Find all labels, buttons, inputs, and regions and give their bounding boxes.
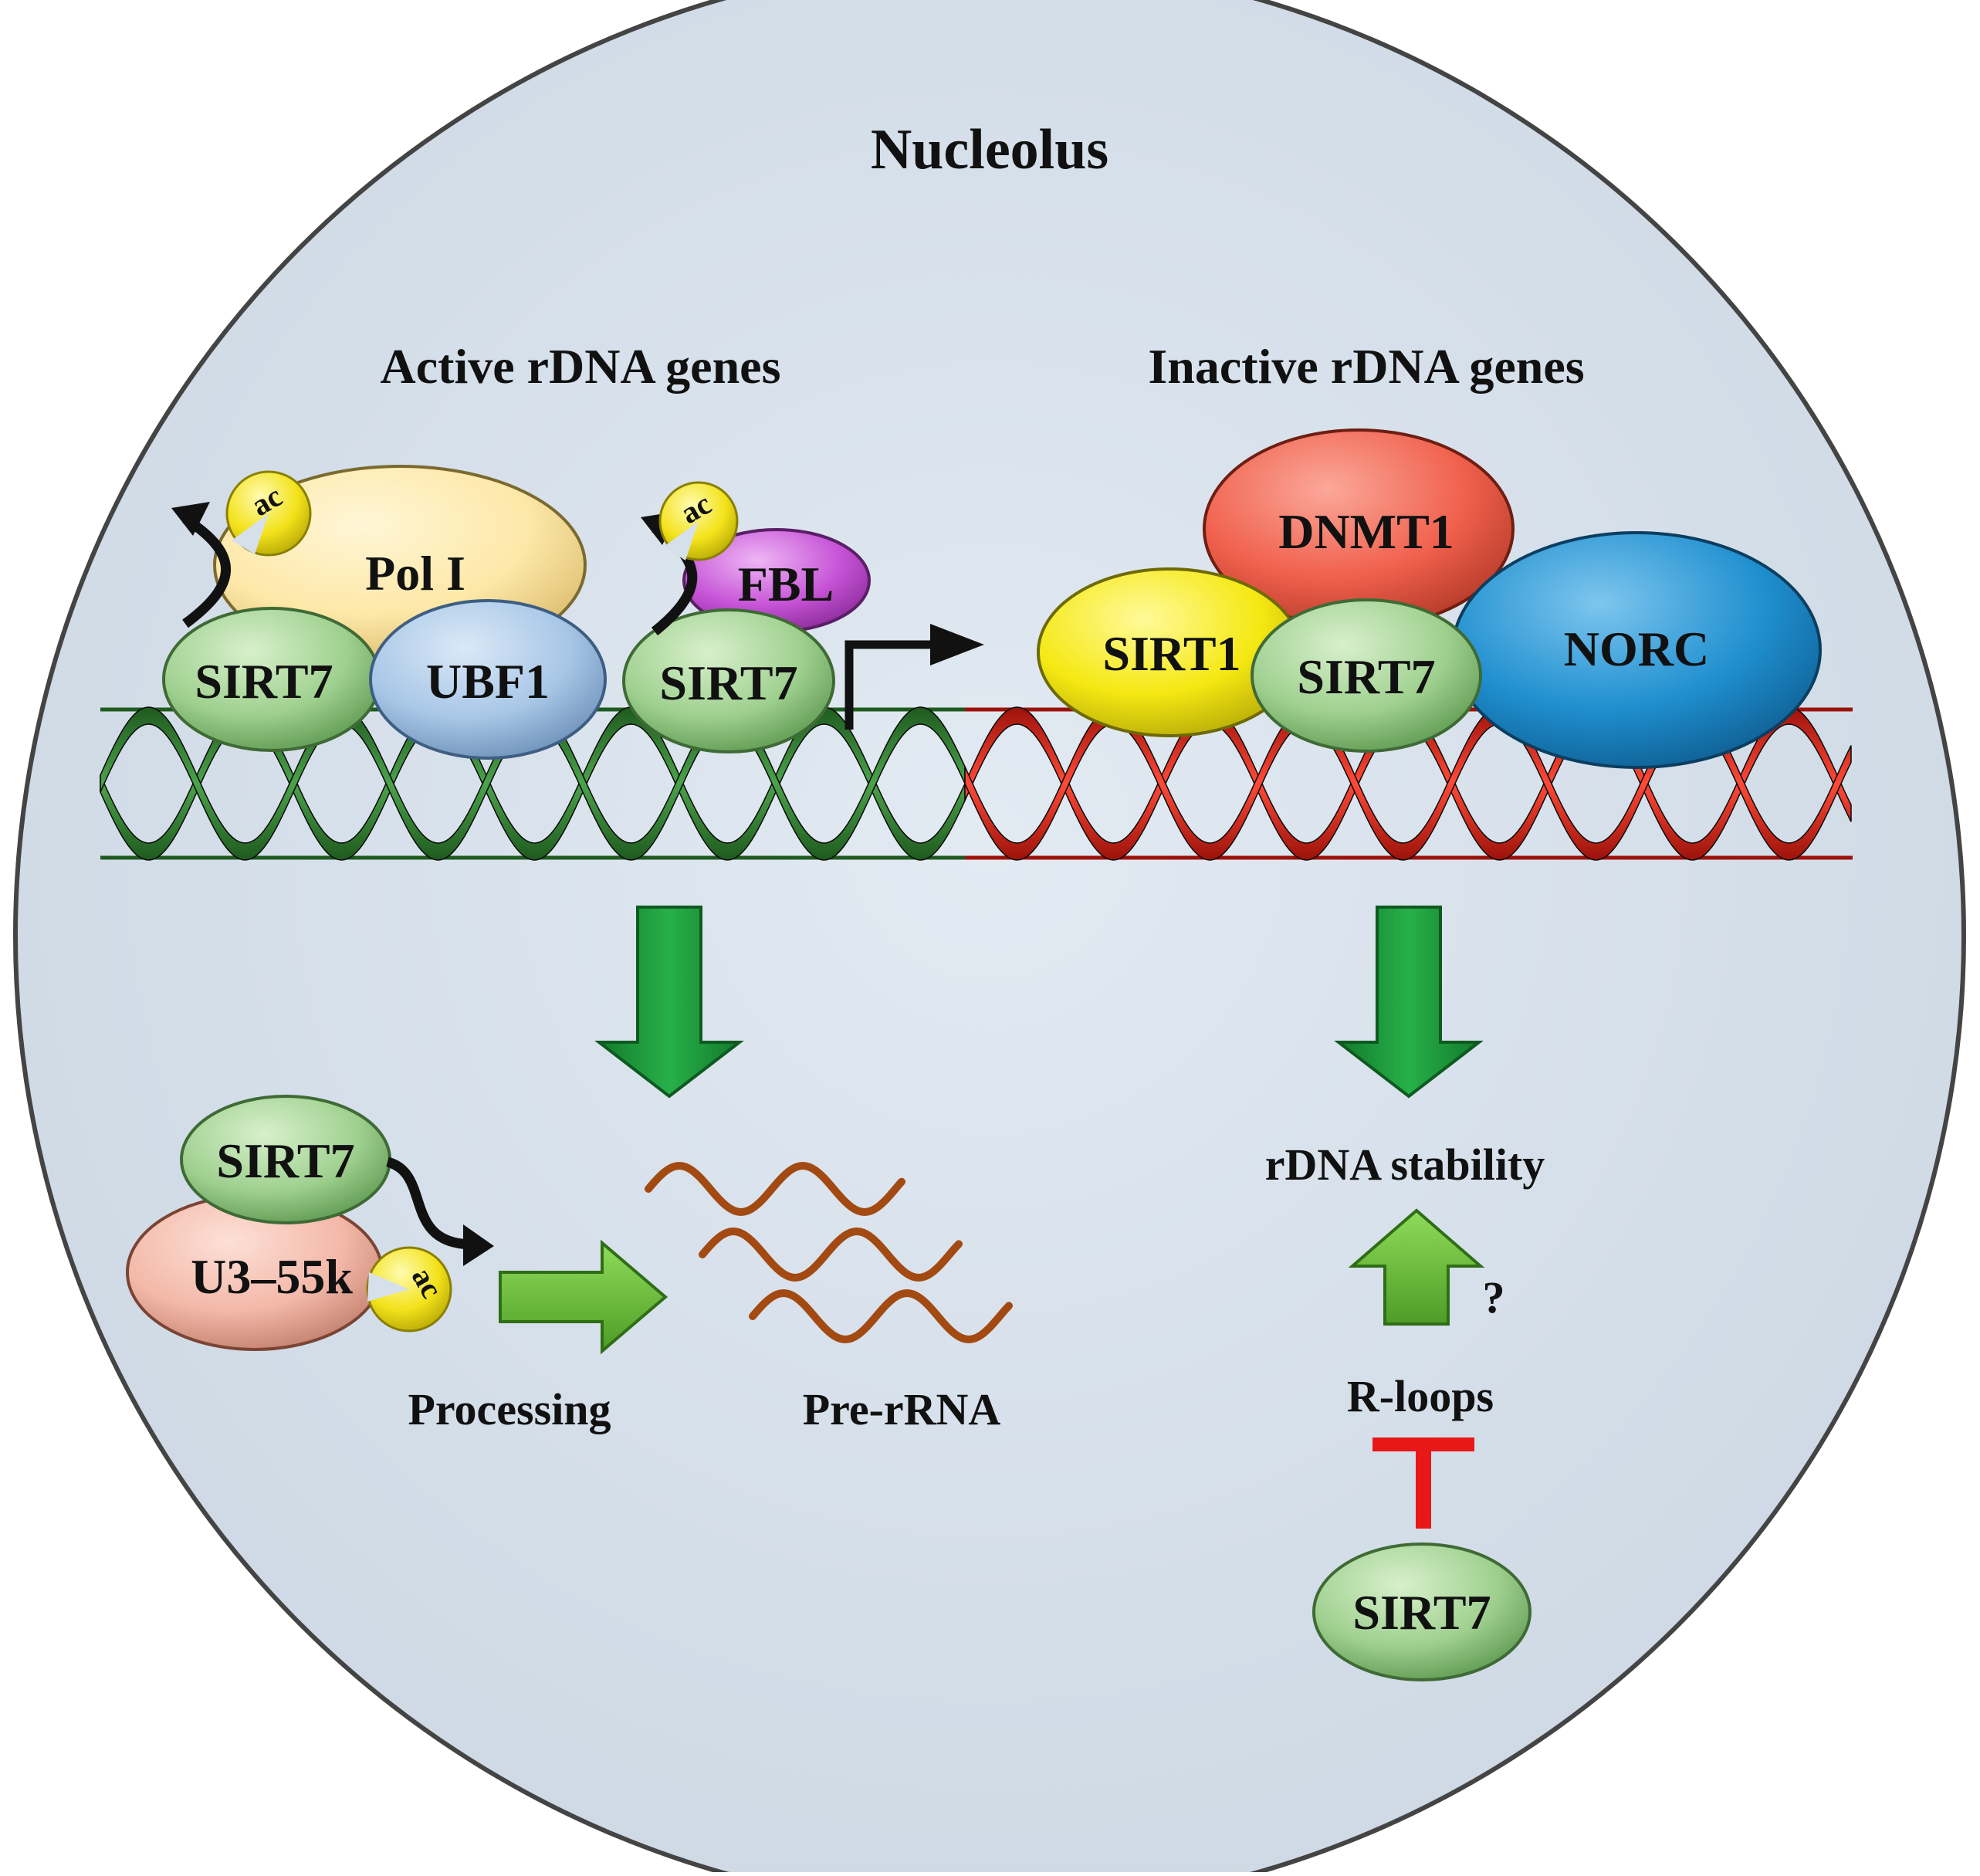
dnmt1-label: DNMT1 xyxy=(1278,504,1454,559)
pre-rrna-strand-2 xyxy=(699,1227,963,1282)
processing-arrow xyxy=(499,1239,668,1355)
ubf1-protein xyxy=(369,599,607,760)
sirt7-active-right xyxy=(622,608,835,753)
active-rdna-heading: Active rDNA genes xyxy=(381,339,781,394)
sirt7-stability xyxy=(1312,1542,1532,1681)
deacetylation-arrow-pol-i xyxy=(182,514,232,628)
transcription-start-arrowhead xyxy=(930,624,984,665)
acetyl-group-pol-i: ac xyxy=(225,470,312,557)
sirt7-processing-label: SIRT7 xyxy=(216,1133,354,1188)
u3-55k-label: U3–55k xyxy=(191,1249,353,1304)
sirt7-inactive xyxy=(1251,598,1482,753)
dna-strand-red-b xyxy=(964,706,1852,861)
norc-label: NORC xyxy=(1564,621,1709,676)
deacetylation-arrowhead-u3 xyxy=(463,1224,494,1266)
down-arrow-active xyxy=(594,906,744,1099)
down-arrow-inactive xyxy=(1334,906,1484,1099)
acetyl-group-fbl: ac xyxy=(658,481,739,561)
deacetylation-arrow-u3 xyxy=(385,1156,472,1250)
pre-rrna-label: Pre-rRNA xyxy=(803,1384,1001,1434)
transcription-start-line xyxy=(844,640,938,730)
fbl-label: FBL xyxy=(738,557,834,611)
pre-rrna-strand-1 xyxy=(645,1161,905,1217)
pre-rrna-strand-3 xyxy=(749,1288,1013,1344)
acetyl-group-u3: ac xyxy=(366,1246,452,1333)
inactive-rdna-heading: Inactive rDNA genes xyxy=(1148,339,1584,394)
deacetylation-arrowhead-pol-i xyxy=(171,502,210,536)
nucleolus-circle xyxy=(13,0,1966,1876)
sirt1-label: SIRT1 xyxy=(1102,626,1240,681)
ubf1-label: UBF1 xyxy=(426,654,550,709)
rdna-stability-label: rDNA stability xyxy=(1265,1139,1545,1190)
sirt7-active-left-label: SIRT7 xyxy=(195,654,333,709)
question-mark: ? xyxy=(1483,1272,1505,1322)
r-loops-label: R-loops xyxy=(1347,1371,1494,1421)
sirt7-active-right-label: SIRT7 xyxy=(659,655,797,710)
sirt7-stability-label: SIRT7 xyxy=(1352,1585,1491,1640)
inhibition-symbol xyxy=(1372,1437,1474,1529)
up-arrow-stability xyxy=(1348,1208,1485,1326)
sirt7-inactive-label: SIRT7 xyxy=(1297,649,1435,704)
pre-rrna-strands xyxy=(645,1161,1013,1344)
pol-i-label: Pol I xyxy=(365,546,465,601)
processing-label: Processing xyxy=(408,1384,611,1434)
nucleolus-title: Nucleolus xyxy=(871,118,1108,181)
